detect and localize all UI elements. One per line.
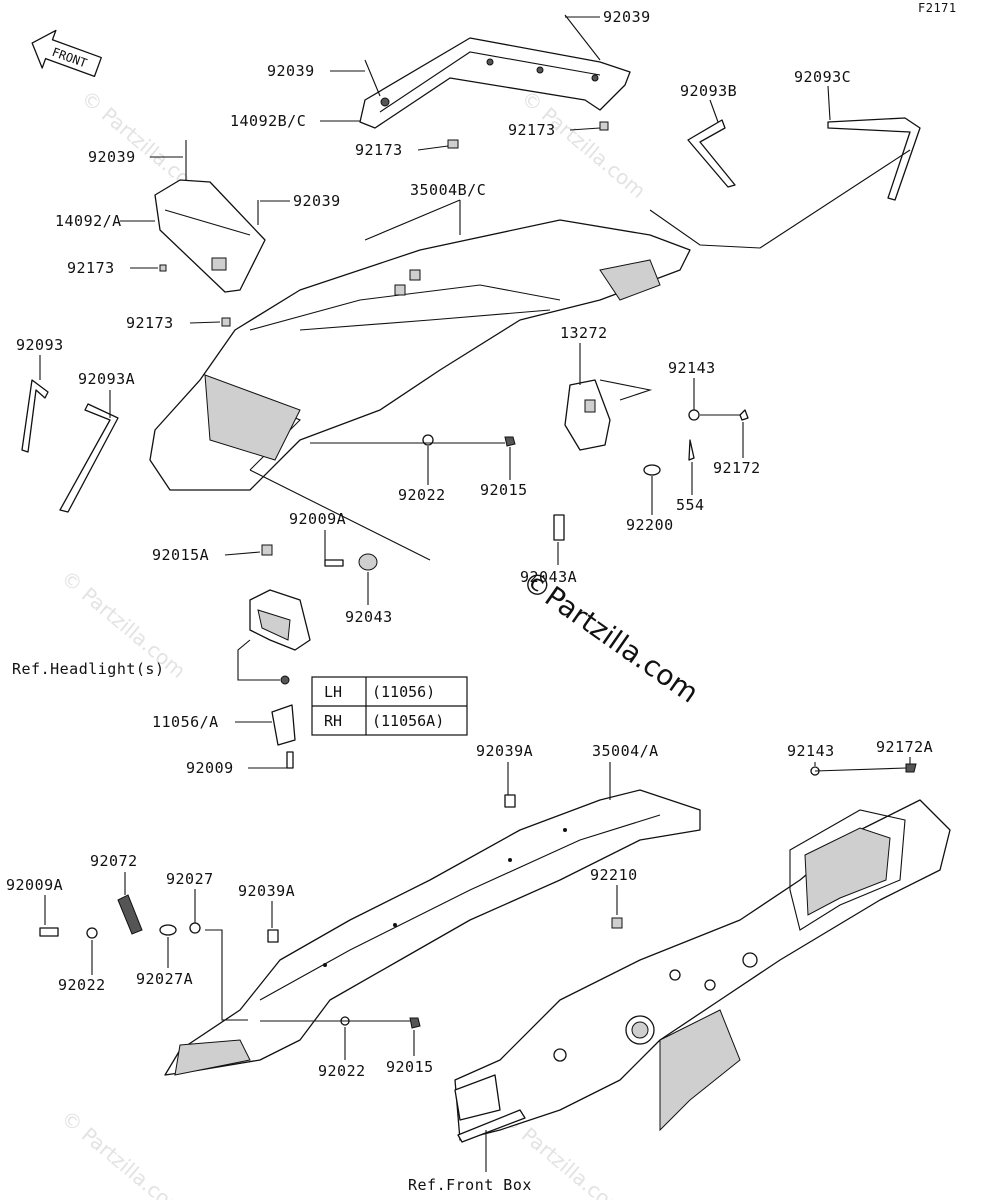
side-table: LH (11056) RH (11056A) (311, 676, 468, 736)
callout-92093: 92093 (16, 336, 64, 354)
lower-cowl-35004a (164, 789, 701, 1076)
callout-92015: 92015 (386, 1058, 434, 1076)
callout-92009a: 92009A (289, 510, 346, 528)
hardware (249, 409, 749, 571)
trim-92093a (59, 403, 119, 513)
callout-35004bc: 35004B/C (410, 181, 486, 199)
callout-92072: 92072 (90, 852, 138, 870)
front-arrow-icon: FRONT (31, 29, 102, 78)
callout-11056a: 11056/A (152, 713, 219, 731)
callout-92173: 92173 (126, 314, 174, 332)
callout-92022: 92022 (58, 976, 106, 994)
callout-92039: 92039 (603, 8, 651, 26)
ref-headlight: Ref.Headlight(s) (12, 660, 165, 678)
callout-92043: 92043 (345, 608, 393, 626)
callout-92093a: 92093A (78, 370, 135, 388)
trim-92093b (687, 119, 736, 188)
callout-92039a: 92039A (476, 742, 533, 760)
lower-hardware (39, 763, 917, 1029)
callout-92015a: 92015A (152, 546, 209, 564)
callout-35004a: 35004/A (592, 742, 659, 760)
table-part-rh: (11056A) (372, 712, 444, 730)
callout-92009a: 92009A (6, 876, 63, 894)
watermark: © Partzilla.com (517, 85, 651, 203)
callout-labels: 92039 92039 14092B/C 92173 92173 92093B … (6, 8, 933, 1194)
callout-554: 554 (676, 496, 705, 514)
callout-92173: 92173 (508, 121, 556, 139)
callout-14092bc: 14092B/C (230, 112, 306, 130)
upper-cowl-35004bc (149, 199, 691, 491)
callout-92143: 92143 (787, 742, 835, 760)
callout-92210: 92210 (590, 866, 638, 884)
callout-92173: 92173 (355, 141, 403, 159)
callout-92039: 92039 (267, 62, 315, 80)
callout-92015: 92015 (480, 481, 528, 499)
callout-92172: 92172 (713, 459, 761, 477)
cover-14092a (154, 140, 266, 327)
callout-92093c: 92093C (794, 68, 851, 86)
table-side-rh: RH (324, 712, 342, 730)
cover-14092bc (359, 14, 631, 149)
callout-92022: 92022 (318, 1062, 366, 1080)
callout-13272: 13272 (560, 324, 608, 342)
callout-92027: 92027 (166, 870, 214, 888)
callout-92200: 92200 (626, 516, 674, 534)
watermark: © Partzilla.com (57, 1105, 191, 1200)
callout-92039a: 92039A (238, 882, 295, 900)
callout-92039: 92039 (293, 192, 341, 210)
callout-92027a: 92027A (136, 970, 193, 988)
callout-92173: 92173 (67, 259, 115, 277)
callout-92022: 92022 (398, 486, 446, 504)
callout-92093b: 92093B (680, 82, 737, 100)
table-side-lh: LH (324, 683, 342, 701)
ref-front-box: Ref.Front Box (408, 1176, 532, 1194)
bracket-13272 (564, 379, 653, 451)
front-box-panel (454, 799, 951, 1143)
figure-code: F2171 (918, 1, 957, 15)
trim-92093 (21, 379, 49, 453)
callout-92009: 92009 (186, 759, 234, 777)
trim-92093c (827, 117, 921, 201)
callout-92039: 92039 (88, 148, 136, 166)
callout-92043a: 92043A (520, 568, 577, 586)
callout-92172a: 92172A (876, 738, 933, 756)
table-part-lh: (11056) (372, 683, 435, 701)
callout-92143: 92143 (668, 359, 716, 377)
headlight-bracket (249, 589, 311, 769)
callout-14092a: 14092/A (55, 212, 122, 230)
